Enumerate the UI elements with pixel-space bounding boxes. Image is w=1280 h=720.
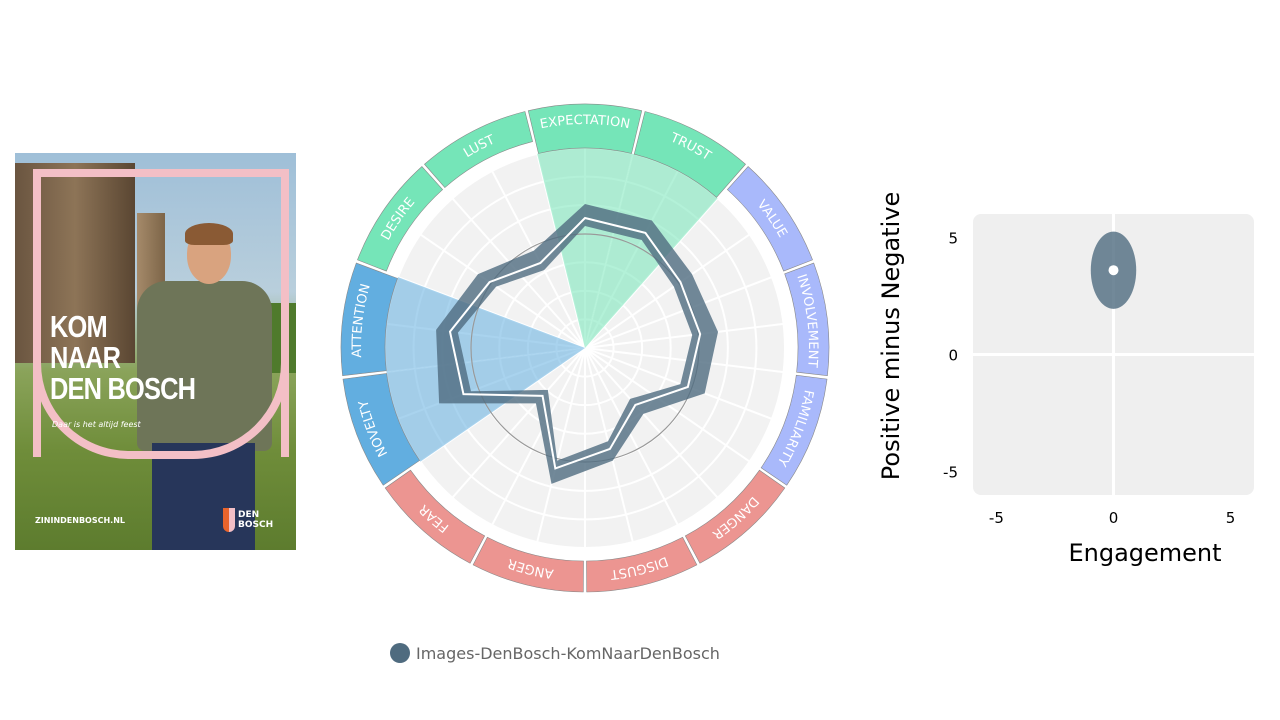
- person-hair: [185, 223, 233, 245]
- headline-line: NAAR: [50, 340, 121, 375]
- axis-label-text: EXPECTATION: [539, 113, 631, 132]
- axis-label-segment-familiarity: [760, 374, 828, 486]
- axis-label-segment-attention: [340, 262, 398, 377]
- logo-text: DEN BOSCH: [238, 510, 274, 530]
- radar-spoke: [584, 276, 773, 349]
- radar-spoke: [584, 322, 784, 349]
- legend-marker: [390, 643, 410, 663]
- axis-label-segment-expectation: [527, 103, 643, 154]
- legend-label: Images-DenBosch-KomNaarDenBosch: [416, 643, 720, 663]
- person-jeans: [152, 443, 255, 550]
- highlight-sector-expectation: [537, 147, 633, 348]
- axis-label-segment-desire: [357, 166, 444, 272]
- axis-label-segment-novelty: [342, 373, 421, 486]
- radar-spoke: [451, 347, 586, 499]
- chart-legend: Images-DenBosch-KomNaarDenBosch: [390, 643, 720, 663]
- poster-url: ZININDENBOSCH.NL: [35, 516, 126, 525]
- series-line: [448, 216, 702, 470]
- axis-label-segment-disgust: [586, 536, 698, 593]
- radar-spoke: [584, 347, 784, 374]
- ad-poster-image: KOM NAAR DEN BOSCH Daar is het altijd fe…: [15, 153, 296, 550]
- radar-spoke: [584, 347, 679, 526]
- axis-label-segment-trust: [633, 111, 746, 198]
- highlight-sector-attention: [385, 277, 585, 373]
- radar-spoke: [419, 233, 586, 349]
- axis-label-segment-lust: [424, 111, 533, 189]
- axis-label-segment-involvement: [784, 262, 830, 377]
- shield-logo-icon: [223, 508, 235, 532]
- axis-label-expectation: EXPECTATION: [539, 113, 631, 132]
- poster-headline: KOM NAAR DEN BOSCH: [50, 309, 196, 406]
- poster-tagline: Daar is het altijd feest: [52, 420, 141, 429]
- axis-label-segment-fear: [384, 469, 486, 564]
- radar-spoke: [536, 347, 586, 543]
- radar-spoke: [584, 347, 773, 420]
- den-bosch-logo: DEN BOSCH: [223, 508, 274, 532]
- radar-spoke: [584, 347, 719, 499]
- axis-label-segment-value: [726, 166, 813, 272]
- headline-line: KOM: [50, 309, 108, 344]
- axis-label-segment-anger: [472, 536, 584, 593]
- radar-spoke: [491, 347, 586, 526]
- shield-outline: [33, 169, 289, 457]
- radar-spoke: [584, 233, 751, 349]
- headline-line: DEN BOSCH: [50, 371, 196, 406]
- series-band: [436, 204, 719, 484]
- axis-label-segment-danger: [684, 469, 786, 564]
